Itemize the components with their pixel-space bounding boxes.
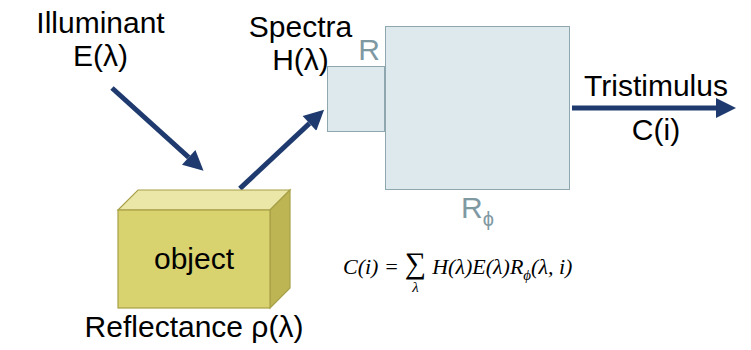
- illuminant-label: Illuminant E(λ): [8, 6, 193, 72]
- sensor-box: Rϕ: [385, 26, 570, 190]
- output-arrow: [572, 106, 716, 111]
- formula-part: C(i) =: [343, 254, 399, 280]
- reflectance-label: Reflectance ρ(λ): [85, 310, 304, 343]
- formula-group: (λ, i): [531, 248, 572, 280]
- cube-top: [118, 190, 290, 210]
- object-label: object: [154, 242, 234, 277]
- sensor-label: R: [461, 191, 483, 224]
- text-holder: R: [358, 33, 380, 68]
- formula: C(i) =∑λH(λ)E(λ)Rϕ(λ, i): [343, 248, 572, 297]
- illuminant-arrow: [112, 88, 189, 157]
- sum-symbol: ∑: [405, 248, 426, 278]
- tristimulus-label: Tristimulus C(i): [566, 64, 746, 152]
- cube-front: [118, 210, 270, 308]
- lens-box: R: [327, 66, 385, 132]
- formula-part: H(λ)E(λ)R: [432, 254, 523, 280]
- formula-group: ϕ: [523, 248, 531, 285]
- sensor-subscript: ϕ: [483, 208, 494, 230]
- formula-subscript: ϕ: [523, 266, 531, 285]
- formula-group: ∑λ: [405, 248, 426, 297]
- formula-part: (λ, i): [531, 254, 572, 280]
- formula-group: C(i) =: [343, 248, 399, 280]
- cube-side: [270, 190, 290, 308]
- lens-label: R: [358, 33, 380, 66]
- text-holder: Rϕ: [461, 191, 494, 226]
- sum-index: λ: [412, 278, 419, 297]
- signal-arrow: [240, 123, 310, 188]
- formula-group: H(λ)E(λ)R: [432, 248, 523, 280]
- object-cube: objectReflectance ρ(λ): [118, 190, 290, 308]
- text-holder: Reflectance ρ(λ): [85, 310, 304, 345]
- edge-label: Spectra H(λ): [243, 10, 358, 76]
- text-holder: object: [118, 210, 270, 308]
